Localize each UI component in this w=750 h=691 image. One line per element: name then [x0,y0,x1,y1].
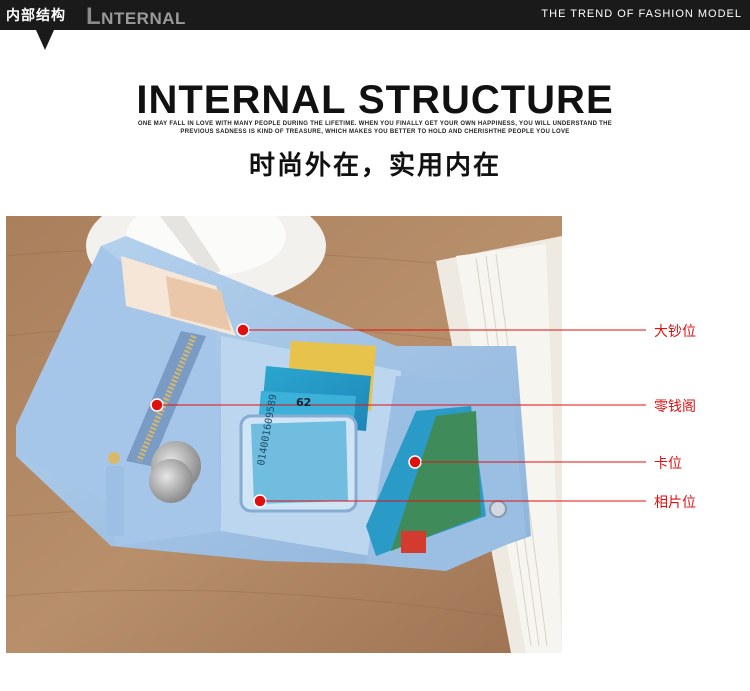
trend-tagline: THE TREND OF FASHION MODEL [541,8,742,20]
banner-pointer [36,30,54,50]
section-label-cn: 内部结构 [6,8,66,24]
wallet-photo: 014001609589 62 [6,216,562,653]
page-title: INTERNAL STRUCTURE [136,78,614,122]
tagline-cn: 时尚外在，实用内在 [248,151,501,181]
section-label-en: LNTERNAL [86,3,186,31]
section-label-rest: NTERNAL [101,9,186,28]
callout-photo-slot: 相片位 [654,495,696,511]
callout-markers [150,323,562,508]
callout-coin-pocket: 零钱阁 [654,399,696,415]
top-banner: 内部结构 LNTERNAL THE TREND OF FASHION MODEL [0,0,750,30]
callout-line-extension [562,329,646,502]
subtitle-line-2: PREVIOUS SADNESS IS KIND OF TREASURE, WH… [180,129,570,135]
callout-card-slot: 卡位 [654,456,682,472]
subtitle-line-1: ONE MAY FALL IN LOVE WITH MANY PEOPLE DU… [137,121,613,127]
card-number: 62 [296,396,311,409]
callout-cash-slot: 大钞位 [654,324,696,340]
wallet [16,236,531,571]
section-label-initial: L [86,3,102,30]
